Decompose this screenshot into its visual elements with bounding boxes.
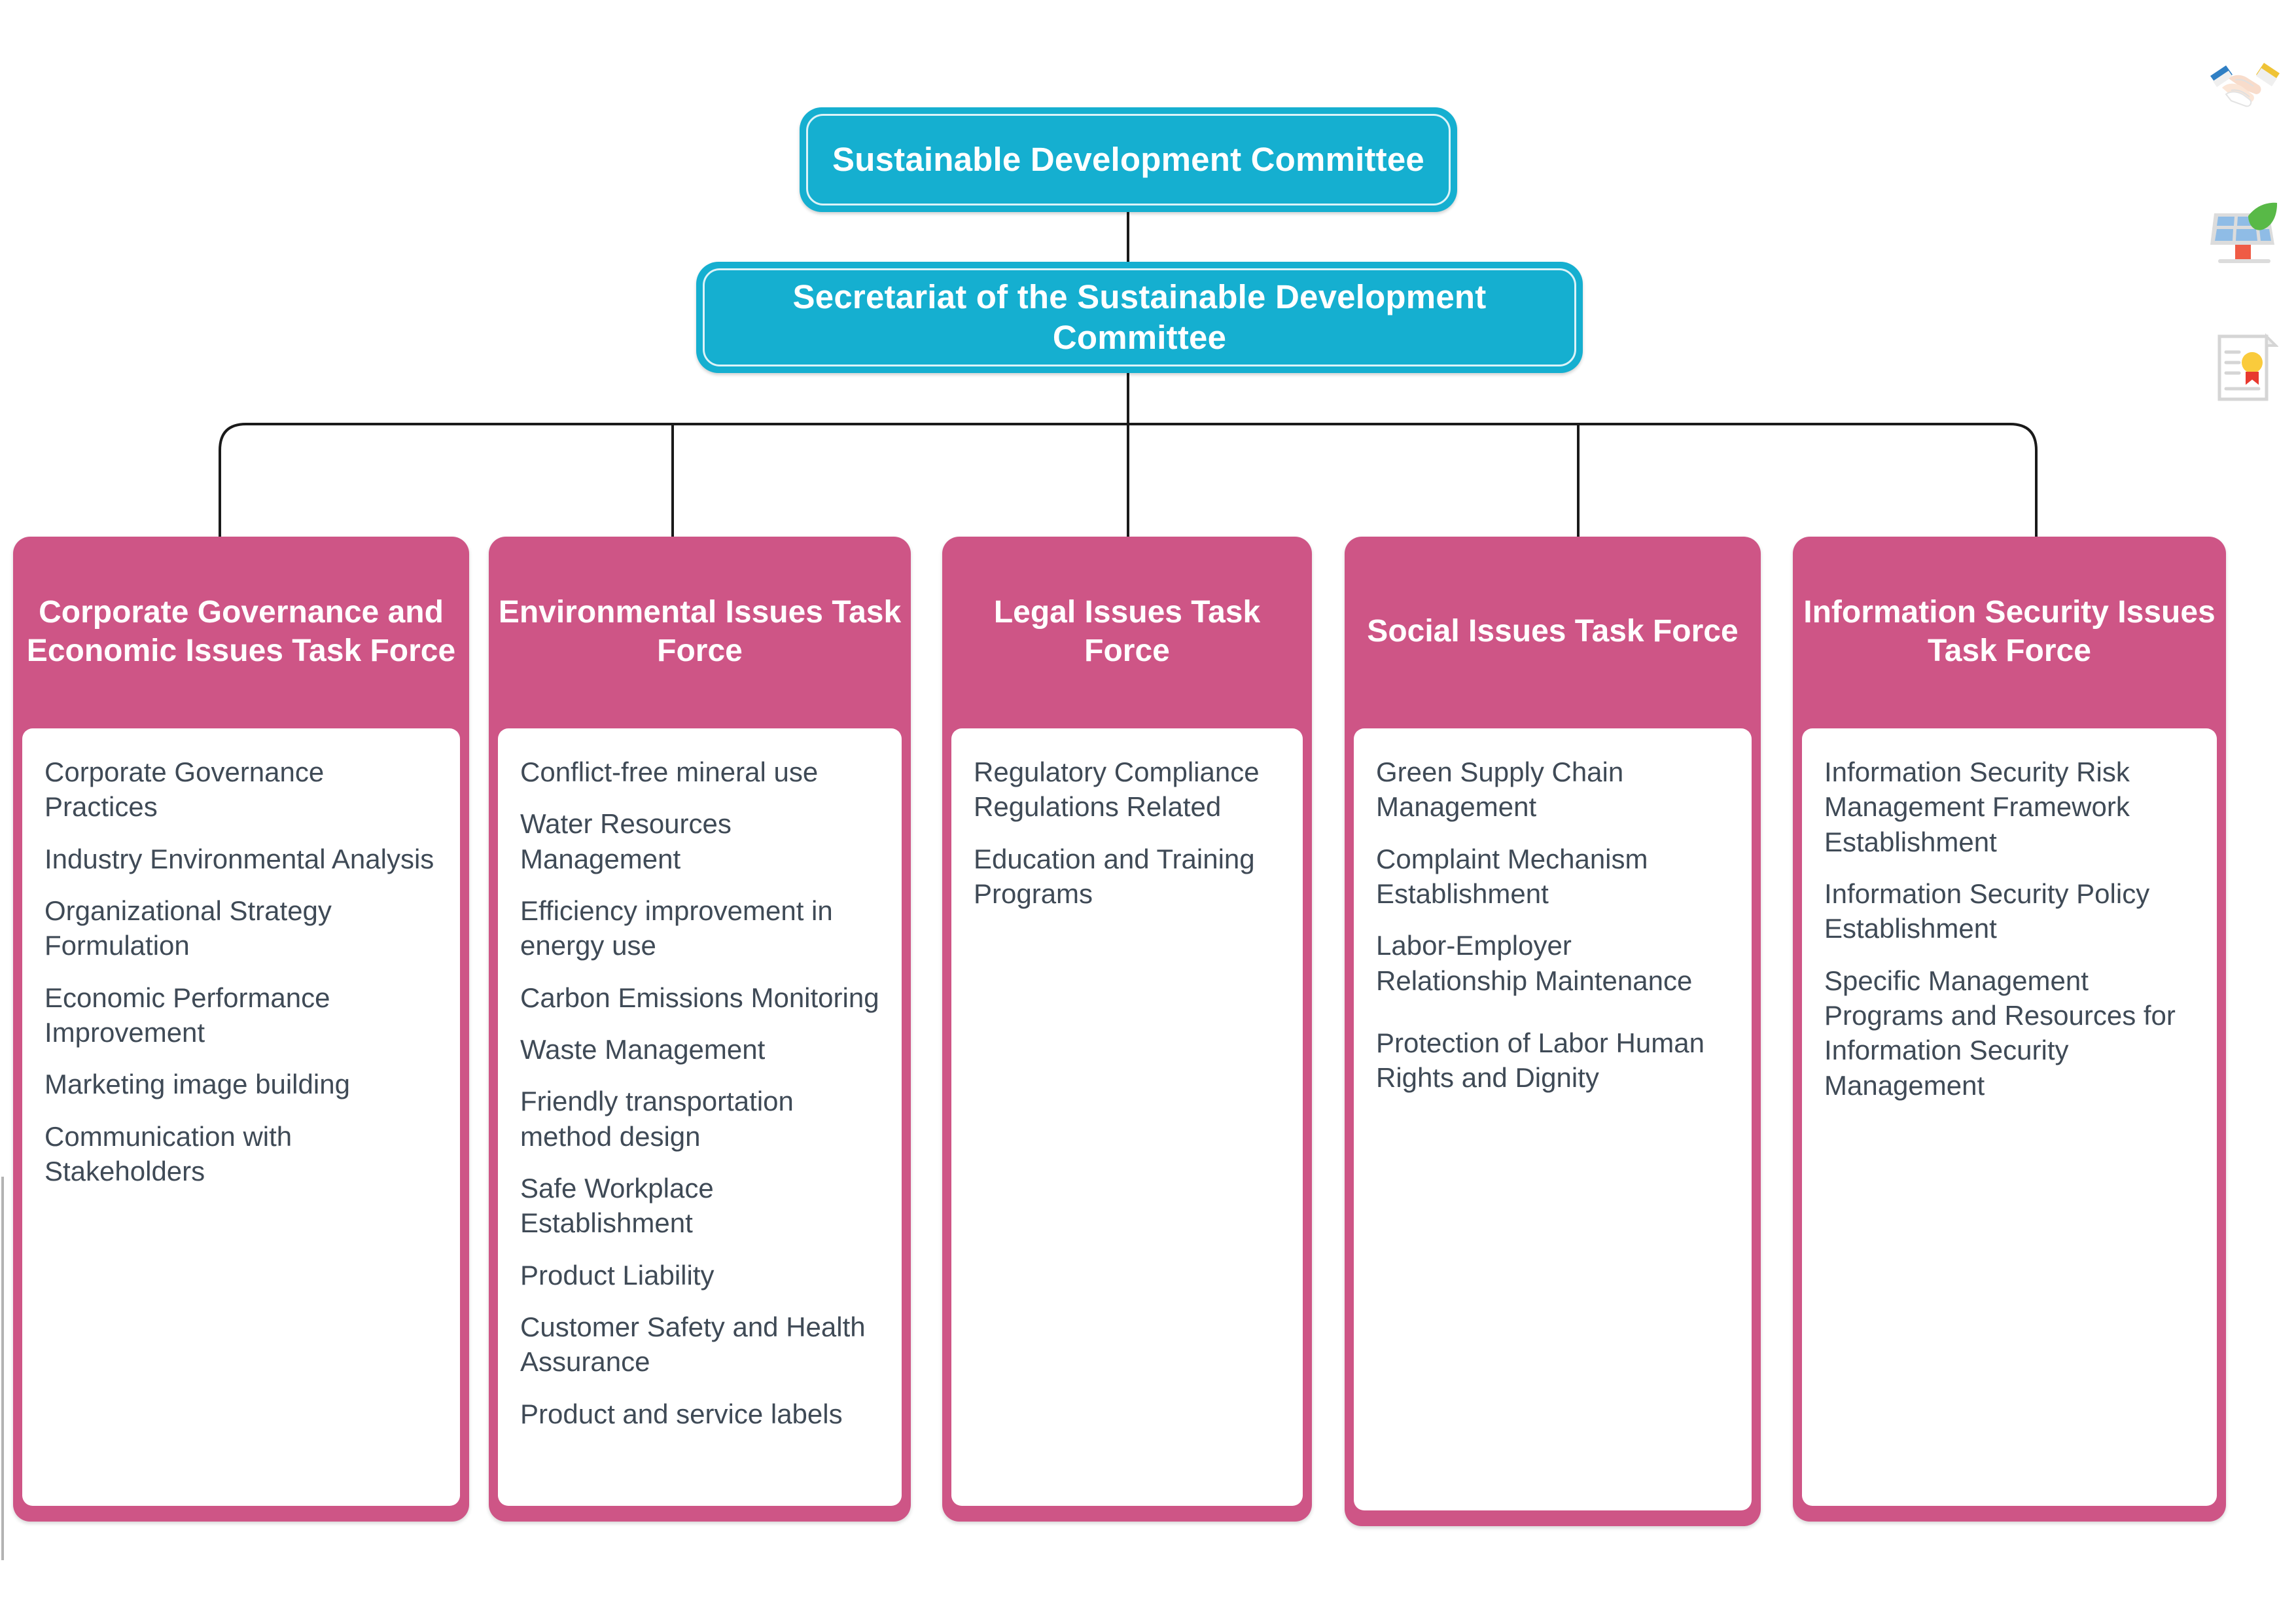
task-force-item-list: Conflict-free mineral use Water Resource… bbox=[498, 728, 902, 1506]
list-item: Regulatory Compliance Regulations Relate… bbox=[974, 757, 1260, 823]
node-sustainable-development-committee[interactable]: Sustainable Development Committee bbox=[800, 107, 1457, 212]
list-item: Safe Workplace Establishment bbox=[520, 1172, 714, 1239]
list-item: Carbon Emissions Monitoring bbox=[520, 982, 879, 1013]
list-item: Marketing image building bbox=[44, 1069, 350, 1100]
list-item: Product and service labels bbox=[520, 1398, 843, 1429]
list-item: Product Liability bbox=[520, 1259, 715, 1291]
task-force-item-list: Corporate Governance Practices Industry … bbox=[22, 728, 460, 1506]
task-force-item-list: Regulatory Compliance Regulations Relate… bbox=[951, 728, 1303, 1506]
task-force-card-environmental-issues[interactable]: Environmental Issues Task Force Conflict… bbox=[489, 537, 911, 1522]
list-item: Friendly transportation method design bbox=[520, 1086, 794, 1152]
list-item: Specific Management Programs and Resourc… bbox=[1824, 965, 2176, 1101]
list-item: Education and Training Programs bbox=[974, 843, 1255, 909]
list-item: Green Supply Chain Management bbox=[1376, 757, 1624, 823]
list-item: Efficiency improvement in energy use bbox=[520, 895, 833, 961]
task-force-card-information-security[interactable]: Information Security Issues Task Force I… bbox=[1793, 537, 2226, 1522]
task-force-title: Information Security Issues Task Force bbox=[1803, 594, 2216, 668]
task-force-card-social-issues[interactable]: Social Issues Task Force Green Supply Ch… bbox=[1345, 537, 1761, 1526]
task-force-card-legal-issues[interactable]: Legal Issues Task Force Regulatory Compl… bbox=[942, 537, 1312, 1522]
list-item: Organizational Strategy Formulation bbox=[44, 895, 332, 961]
list-item: Waste Management bbox=[520, 1033, 766, 1065]
list-item: Water Resources Management bbox=[520, 808, 732, 874]
list-item: Complaint Mechanism Establishment bbox=[1376, 843, 1648, 909]
list-item: Communication with Stakeholders bbox=[44, 1120, 292, 1186]
node-label: Sustainable Development Committee bbox=[832, 140, 1424, 178]
page-margin-rule bbox=[1, 1177, 4, 1560]
task-force-title: Social Issues Task Force bbox=[1367, 614, 1739, 649]
list-item: Information Security Policy Establishmen… bbox=[1824, 878, 2150, 944]
list-item: Customer Safety and Health Assurance bbox=[520, 1311, 866, 1378]
node-secretariat[interactable]: Secretariat of the Sustainable Developme… bbox=[696, 262, 1583, 373]
task-force-title: Environmental Issues Task Force bbox=[498, 594, 902, 668]
node-label: Secretariat of the Sustainable Developme… bbox=[792, 277, 1487, 356]
list-item: Information Security Risk Management Fra… bbox=[1824, 757, 2130, 857]
list-item: Industry Environmental Analysis bbox=[44, 843, 434, 874]
task-force-title: Corporate Governance and Economic Issues… bbox=[26, 594, 456, 668]
certificate-seal-icon bbox=[2216, 332, 2279, 404]
solar-panel-leaf-icon bbox=[2209, 196, 2281, 268]
handshake-icon bbox=[2209, 54, 2281, 126]
task-force-item-list: Information Security Risk Management Fra… bbox=[1802, 728, 2217, 1506]
list-item: Conflict-free mineral use bbox=[520, 757, 819, 787]
list-item: Protection of Labor Human Rights and Dig… bbox=[1376, 1027, 1704, 1094]
task-force-card-corporate-governance[interactable]: Corporate Governance and Economic Issues… bbox=[13, 537, 469, 1522]
task-force-item-list: Green Supply Chain Management Complaint … bbox=[1354, 728, 1752, 1510]
task-force-title: Legal Issues Task Force bbox=[993, 594, 1261, 668]
list-item: Economic Performance Improvement bbox=[44, 982, 330, 1048]
list-item: Corporate Governance Practices bbox=[44, 757, 325, 823]
list-item: Labor-Employer Relationship Maintenance bbox=[1376, 930, 1693, 996]
